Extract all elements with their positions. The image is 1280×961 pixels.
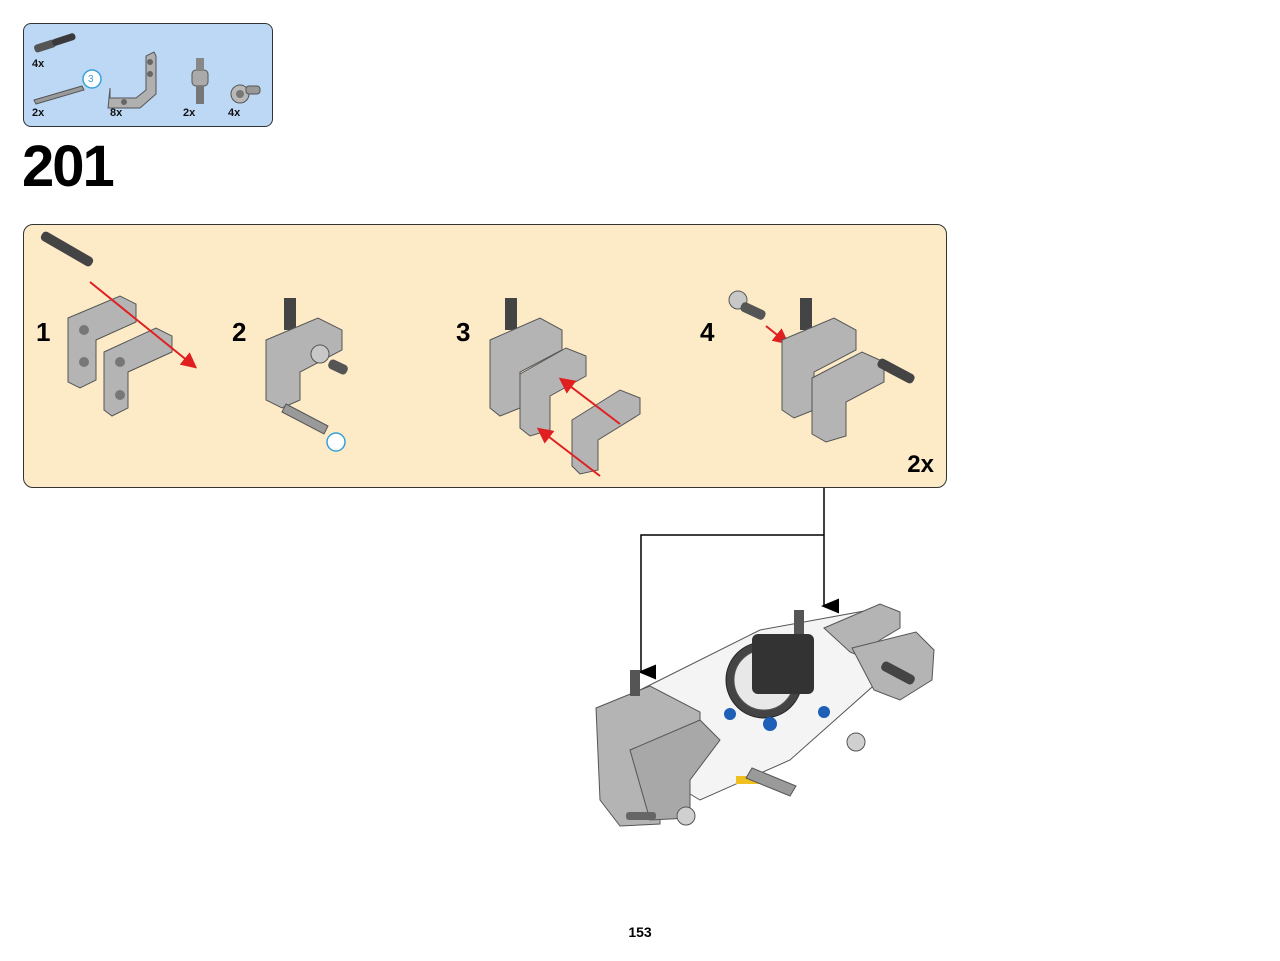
axle-pin-part bbox=[34, 33, 76, 53]
substep-number: 3 bbox=[456, 317, 471, 347]
step-number: 201 bbox=[22, 134, 115, 199]
substep-number: 2 bbox=[232, 317, 247, 347]
substep-3-illustration bbox=[489, 298, 641, 477]
connector-part bbox=[191, 58, 209, 104]
substep-number: 1 bbox=[36, 317, 51, 347]
multiplier: 2x bbox=[907, 451, 934, 478]
part-qty: 4x bbox=[228, 107, 241, 119]
parts-list-box: 4x 2x 3 8x 2x 4x bbox=[23, 23, 273, 127]
l-beam-part bbox=[107, 51, 157, 109]
substep-2-illustration bbox=[265, 298, 348, 452]
substep-1-illustration bbox=[40, 231, 198, 417]
part-qty: 2x bbox=[32, 107, 45, 119]
part-qty: 8x bbox=[110, 107, 123, 119]
parts-illustrations bbox=[33, 33, 261, 109]
main-model-illustration bbox=[595, 603, 935, 827]
length-badge: 3 bbox=[88, 74, 94, 85]
pin-connector-part bbox=[230, 84, 261, 104]
substep-4-illustration bbox=[728, 290, 915, 443]
callout-arrows bbox=[638, 488, 839, 680]
part-qty: 2x bbox=[183, 107, 196, 119]
part-qty: 4x bbox=[32, 58, 45, 70]
axle-3-part bbox=[33, 69, 102, 105]
substep-number: 4 bbox=[700, 317, 715, 347]
page-number: 153 bbox=[628, 924, 652, 940]
